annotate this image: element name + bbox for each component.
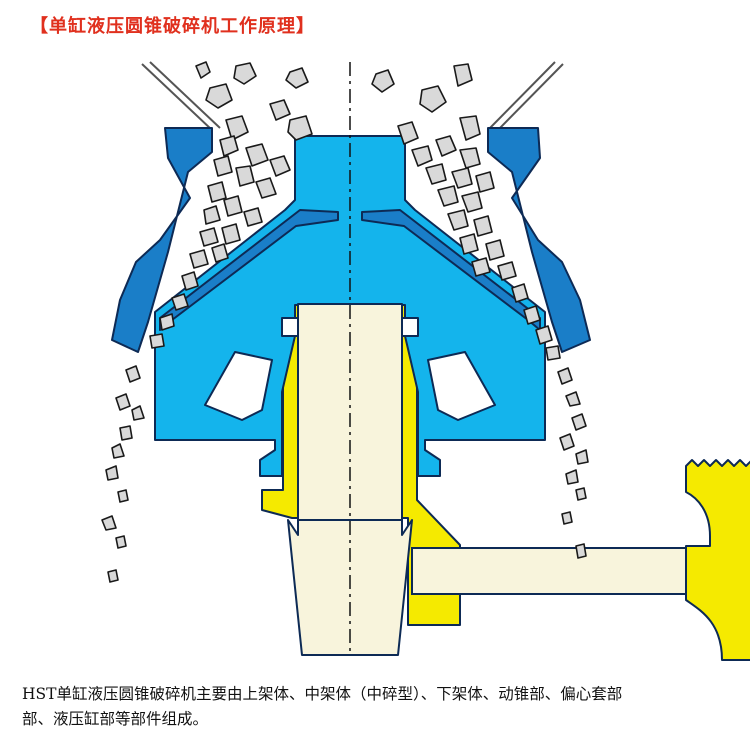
description-line-1: HST单缸液压圆锥破碎机主要由上架体、中架体（中碎型）、下架体、动锥部、偏心套部 bbox=[22, 682, 622, 704]
description-line-2: 部、液压缸部等部件组成。 bbox=[22, 707, 208, 729]
diagram-title: 【单缸液压圆锥破碎机工作原理】 bbox=[30, 12, 315, 38]
bevel-gear bbox=[686, 460, 750, 660]
crusher-diagram bbox=[0, 45, 750, 675]
